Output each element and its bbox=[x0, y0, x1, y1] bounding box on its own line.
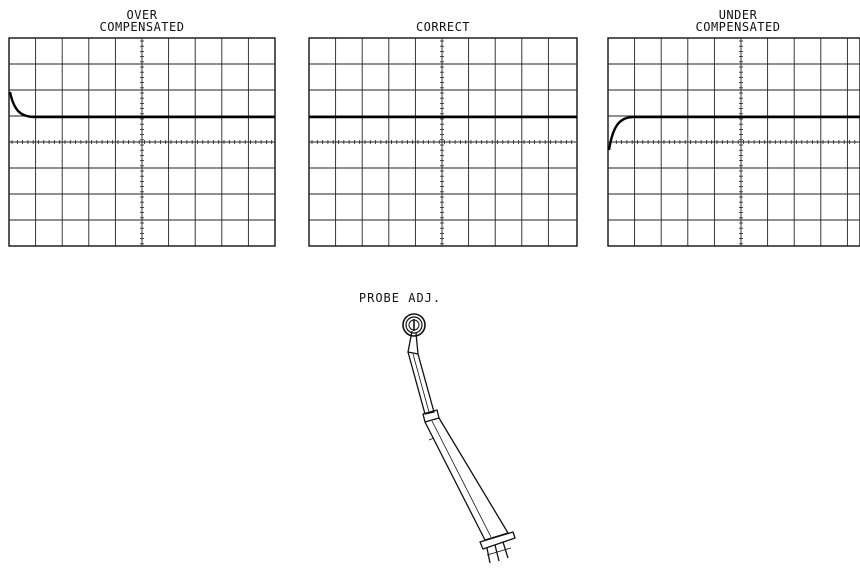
adjustment-screw-icon[interactable] bbox=[403, 314, 425, 336]
scope-correct-screen bbox=[309, 38, 577, 246]
scope-under-screen bbox=[608, 38, 860, 246]
waveform-trace bbox=[609, 117, 860, 150]
screwdriver-icon bbox=[408, 331, 515, 563]
scope-over-screen bbox=[9, 38, 275, 246]
waveform-trace bbox=[10, 92, 275, 117]
